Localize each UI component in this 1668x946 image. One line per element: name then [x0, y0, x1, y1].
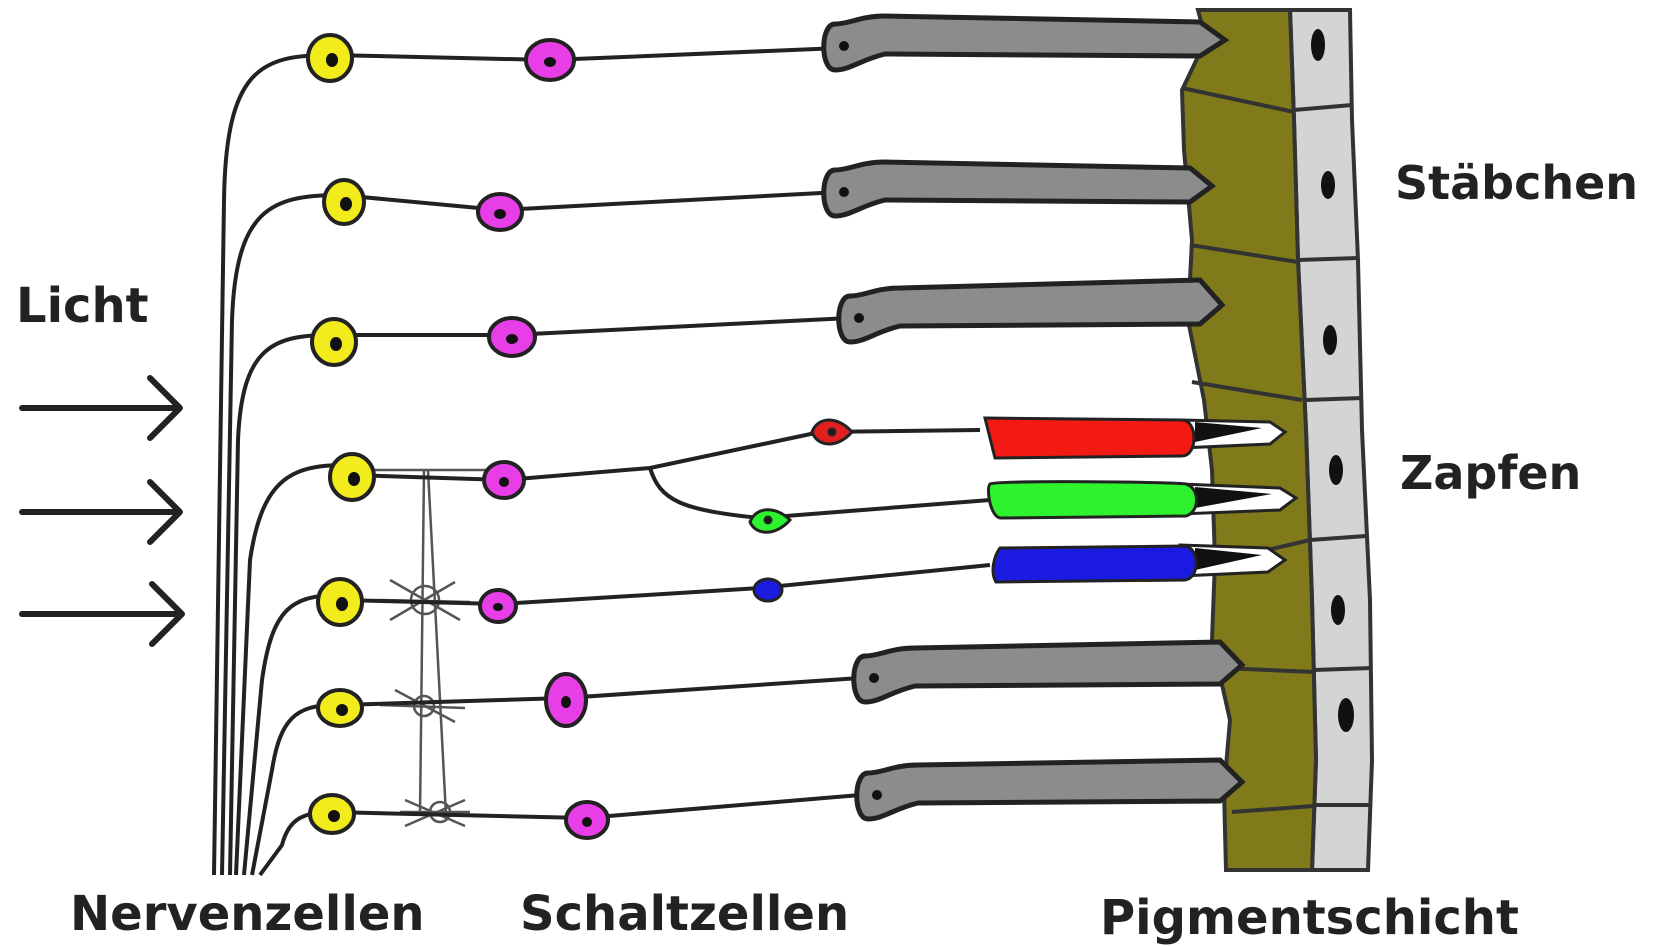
arrow-right-icon: [22, 378, 180, 438]
horizontal-cell-network: [330, 470, 520, 826]
cone-group: [985, 418, 1296, 582]
light-arrows: [22, 378, 182, 644]
nerve-cells: [308, 35, 374, 833]
cone-green: [988, 482, 1196, 518]
cone-red: [985, 418, 1194, 458]
rod: [854, 642, 1242, 702]
pigment-layer-label: Pigmentschicht: [1100, 890, 1519, 946]
rod: [824, 162, 1212, 216]
rod: [824, 16, 1225, 70]
arrow-right-icon: [22, 584, 182, 644]
arrow-right-icon: [22, 482, 180, 542]
rod: [839, 280, 1222, 342]
cones-label: Zapfen: [1400, 446, 1581, 500]
nerve-fiber-bundle: [214, 55, 345, 875]
rod: [857, 760, 1242, 819]
rods-label: Stäbchen: [1395, 156, 1638, 210]
connector-cells-label: Schaltzellen: [520, 886, 849, 942]
nerve-cells-label: Nervenzellen: [70, 886, 425, 942]
blue-connector-cell: [754, 579, 782, 601]
connector-cells: [478, 40, 608, 838]
cone-blue: [993, 546, 1196, 582]
light-label: Licht: [16, 278, 149, 334]
